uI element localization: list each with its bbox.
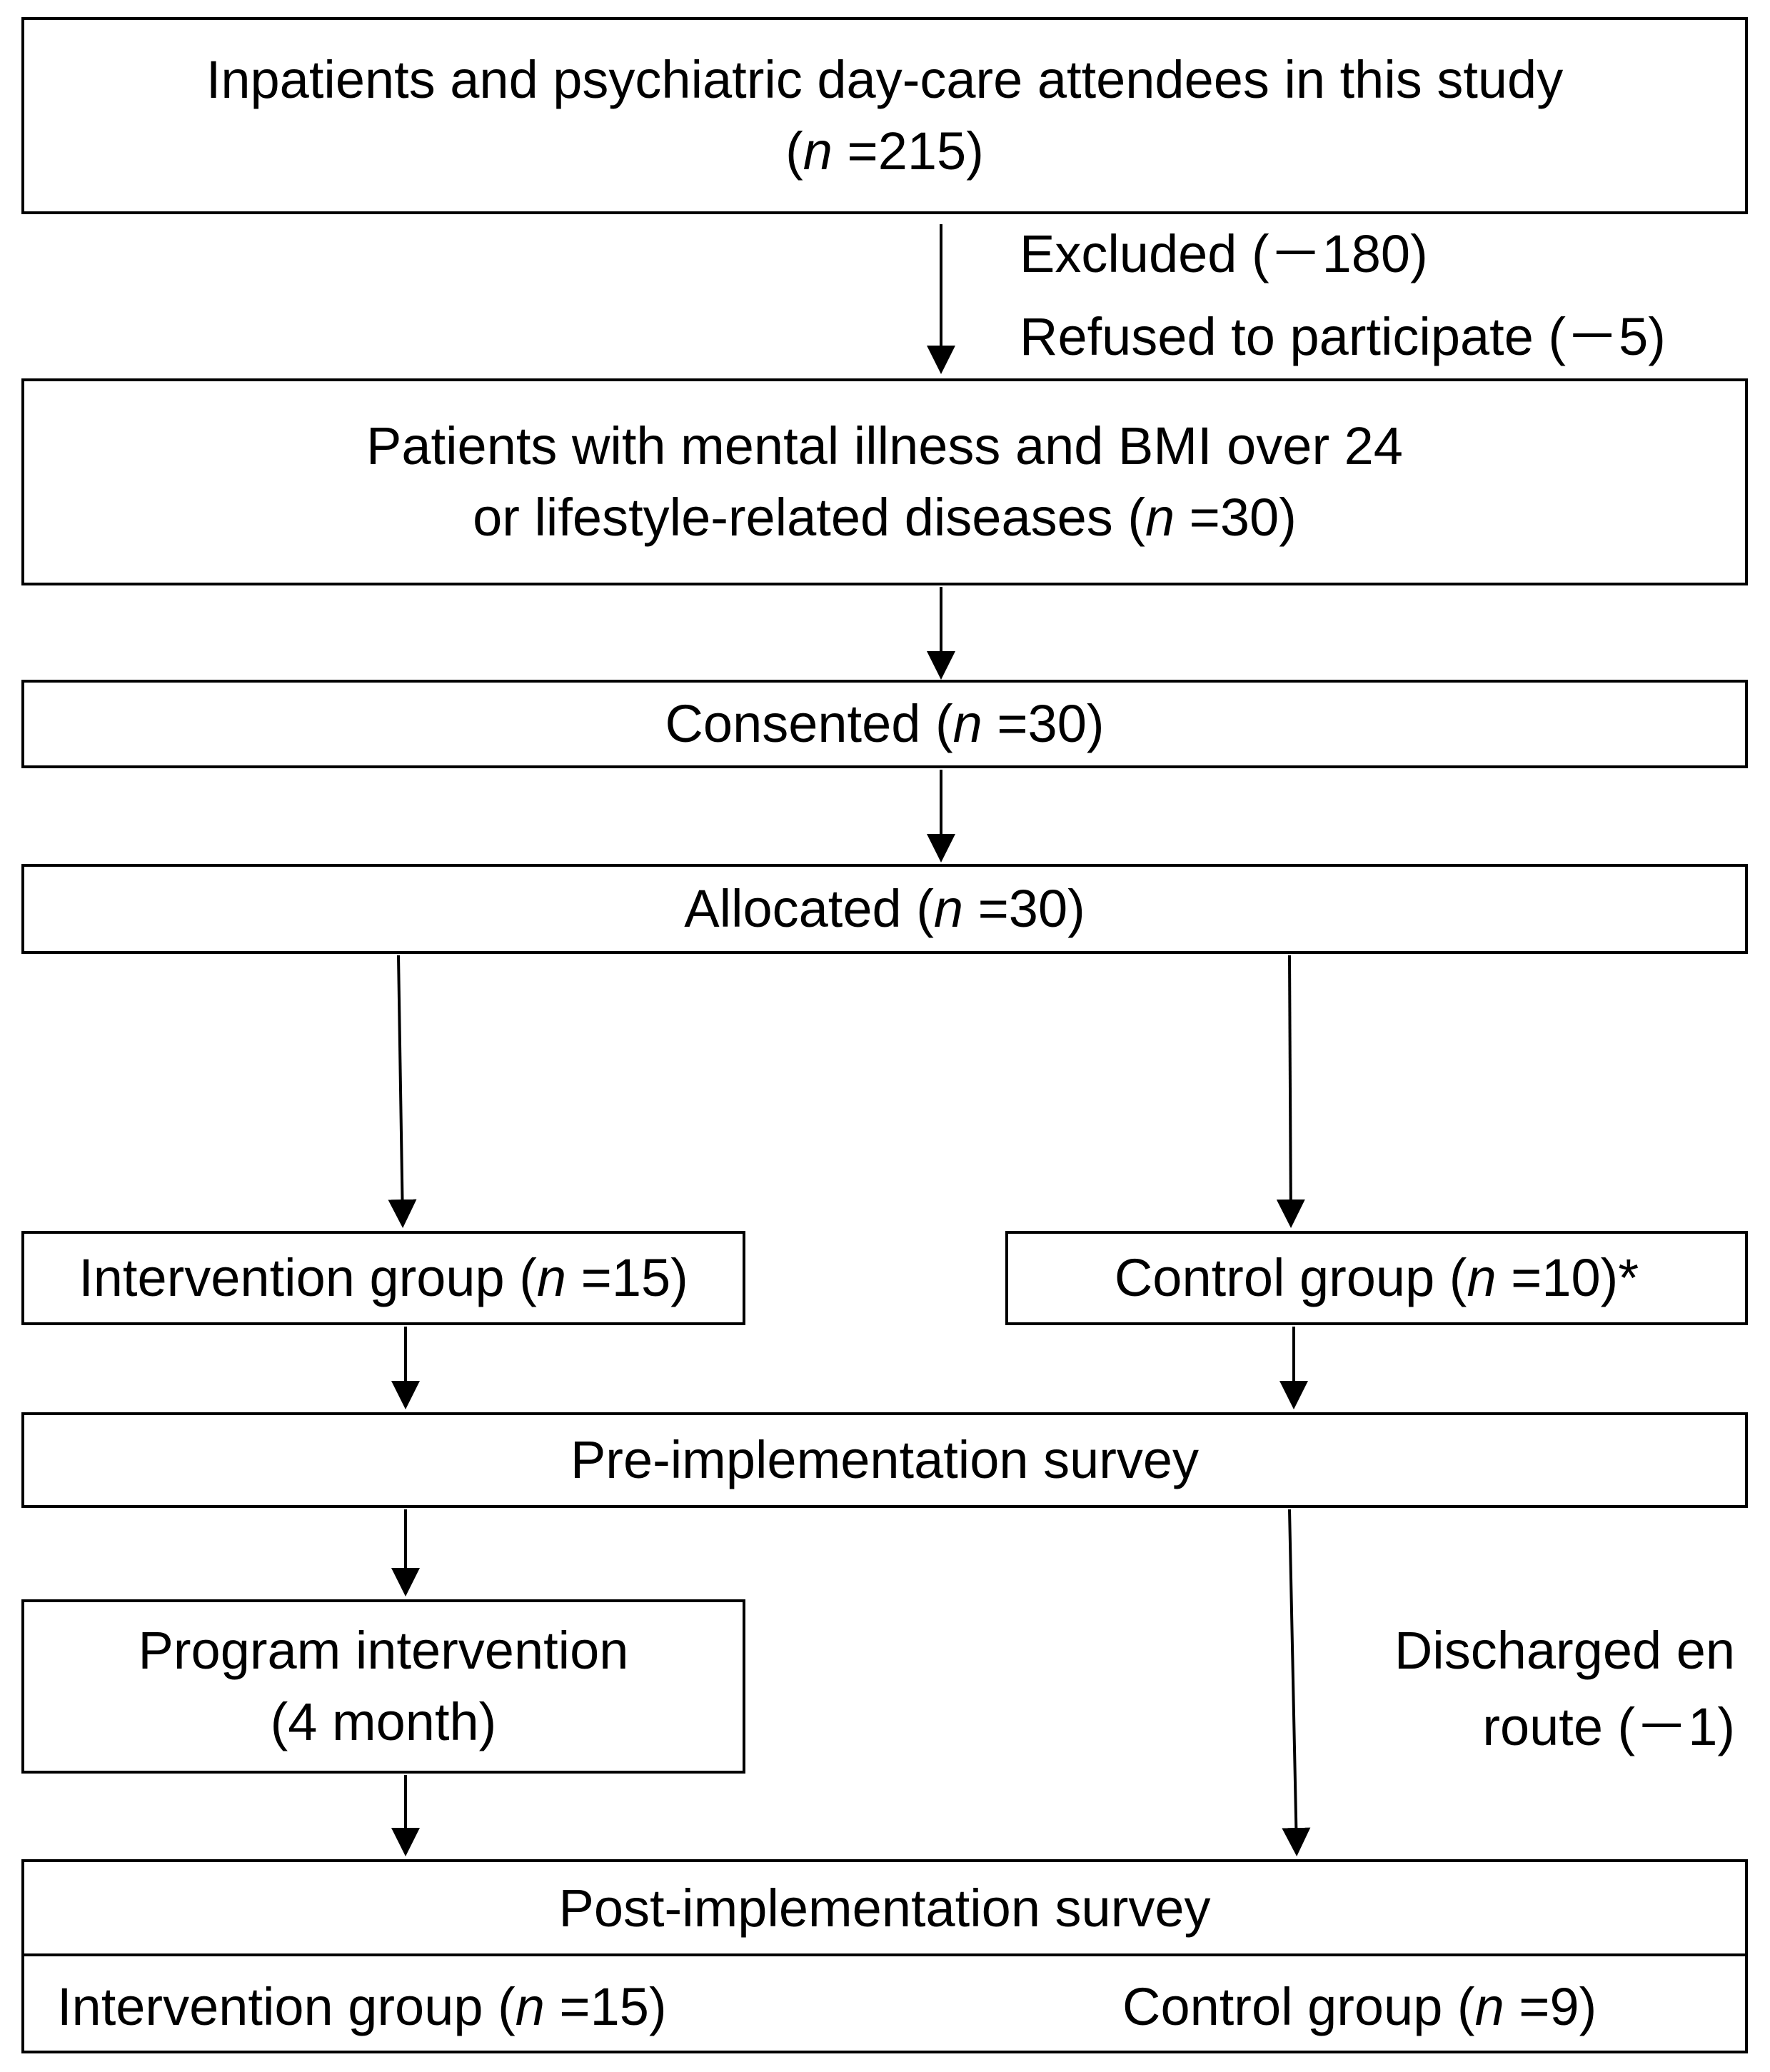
refused-note: Refused to participate (－5) xyxy=(1020,307,1666,366)
post-control-count: Control group (n =9) xyxy=(1122,1977,1597,2036)
discharged-line1: Discharged en xyxy=(1394,1621,1735,1680)
post-survey-header: Post-implementation survey xyxy=(24,1862,1745,1956)
study-population-count: (n =215) xyxy=(785,121,984,181)
pre-survey-label: Pre-implementation survey xyxy=(570,1430,1200,1490)
control-group-label: Control group (n =10)* xyxy=(1114,1248,1639,1308)
post-survey-label: Post-implementation survey xyxy=(558,1878,1211,1938)
arrow-allocated-to-intervention xyxy=(388,955,417,1228)
eligible-line2: or lifestyle-related diseases (n =30) xyxy=(473,488,1297,547)
box-program-intervention: Program intervention (4 month) xyxy=(21,1599,745,1774)
intervention-group-label: Intervention group (n =15) xyxy=(79,1248,688,1308)
box-pre-implementation-survey: Pre-implementation survey xyxy=(21,1412,1748,1508)
box-eligible-patients: Patients with mental illness and BMI ove… xyxy=(21,378,1748,585)
post-survey-counts: Intervention group (n =15) Control group… xyxy=(24,1956,1745,2053)
box-intervention-group: Intervention group (n =15) xyxy=(21,1231,745,1325)
post-intervention-count: Intervention group (n =15) xyxy=(57,1977,667,2036)
program-line2: (4 month) xyxy=(270,1692,497,1751)
box-study-population: Inpatients and psychiatric day-care atte… xyxy=(21,17,1748,214)
box-control-group: Control group (n =10)* xyxy=(1005,1231,1748,1325)
discharged-note: Discharged en route (－1) xyxy=(1314,1612,1735,1766)
allocated-label: Allocated (n =30) xyxy=(684,879,1085,939)
consented-label: Consented (n =30) xyxy=(665,694,1105,754)
discharged-line2: route (－1) xyxy=(1482,1697,1735,1757)
arrow-allocated-to-control xyxy=(1276,955,1305,1228)
eligible-line1: Patients with mental illness and BMI ove… xyxy=(366,416,1403,476)
program-line1: Program intervention xyxy=(138,1621,629,1681)
study-population-label: Inpatients and psychiatric day-care atte… xyxy=(206,50,1564,110)
arrow-pre-survey-to-post-survey-control xyxy=(1282,1509,1311,1856)
box-post-implementation-survey: Post-implementation survey Intervention … xyxy=(21,1859,1748,2053)
box-allocated: Allocated (n =30) xyxy=(21,864,1748,954)
box-consented: Consented (n =30) xyxy=(21,680,1748,768)
excluded-note: Excluded (－180) xyxy=(1020,224,1428,283)
